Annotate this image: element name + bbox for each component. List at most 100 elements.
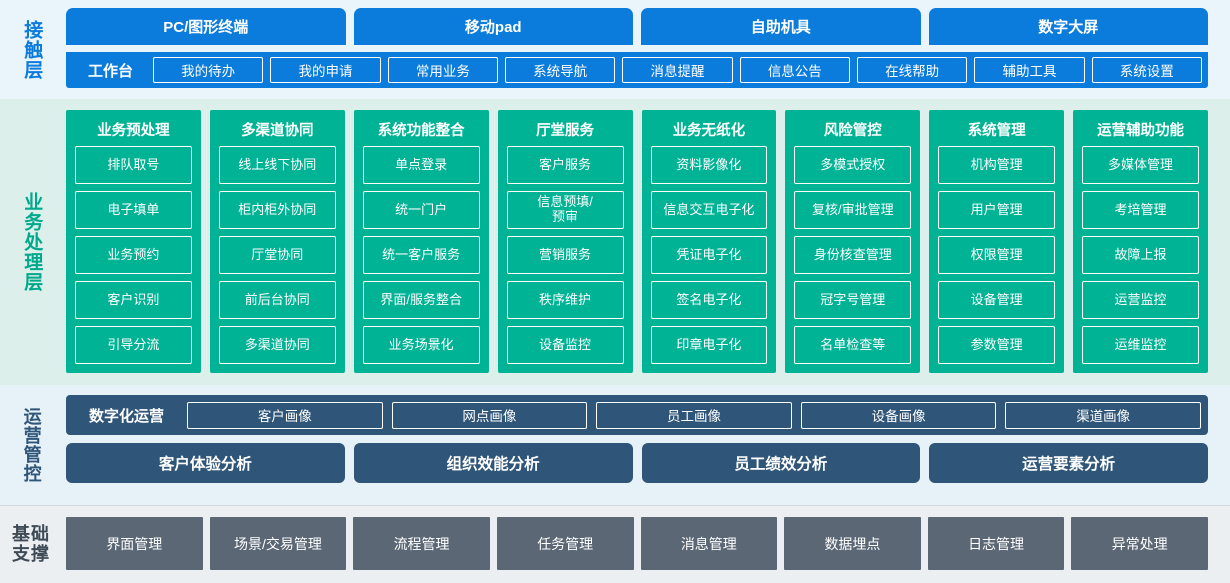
foundation-label-line2: 支撑 <box>12 543 50 564</box>
channel-tab-1[interactable]: 移动pad <box>353 8 633 45</box>
business-item-2-4[interactable]: 业务场景化 <box>362 326 480 364</box>
business-item-5-4[interactable]: 名单检查等 <box>794 326 912 364</box>
business-item-1-0[interactable]: 线上线下协同 <box>218 146 336 184</box>
analysis-item-1[interactable]: 组织效能分析 <box>353 443 633 483</box>
workbench-item-0[interactable]: 我的待办 <box>153 57 264 83</box>
workbench-item-8[interactable]: 系统设置 <box>1091 57 1202 83</box>
business-item-1-2[interactable]: 厅堂协同 <box>218 236 336 274</box>
foundation-layer-body: 界面管理场景/交易管理流程管理任务管理消息管理数据埋点日志管理异常处理 <box>62 506 1230 583</box>
channel-tab-2[interactable]: 自助机具 <box>641 8 921 45</box>
business-column-7: 运营辅助功能多媒体管理考培管理故障上报运营监控运维监控 <box>1073 110 1208 373</box>
portrait-item-3[interactable]: 设备画像 <box>800 401 997 429</box>
business-item-1-4[interactable]: 多渠道协同 <box>218 326 336 364</box>
analysis-item-2[interactable]: 员工绩效分析 <box>641 443 921 483</box>
business-item-list-6: 机构管理用户管理权限管理设备管理参数管理 <box>938 146 1056 364</box>
business-item-3-4[interactable]: 设备监控 <box>506 326 624 364</box>
foundation-item-6[interactable]: 日志管理 <box>927 517 1065 570</box>
business-item-0-4[interactable]: 引导分流 <box>75 326 192 364</box>
foundation-item-7[interactable]: 异常处理 <box>1071 517 1208 570</box>
business-item-7-3[interactable]: 运营监控 <box>1082 281 1199 319</box>
business-item-2-3[interactable]: 界面/服务整合 <box>362 281 480 319</box>
foundation-item-2[interactable]: 流程管理 <box>353 517 490 570</box>
channel-tab-3[interactable]: 数字大屏 <box>928 8 1208 45</box>
business-item-2-1[interactable]: 统一门户 <box>362 191 480 229</box>
portrait-item-1[interactable]: 网点画像 <box>391 401 588 429</box>
foundation-item-3[interactable]: 任务管理 <box>496 517 634 570</box>
business-item-4-0[interactable]: 资料影像化 <box>650 146 768 184</box>
analysis-item-0[interactable]: 客户体验分析 <box>66 443 345 483</box>
business-column-title-6: 系统管理 <box>967 123 1026 139</box>
analysis-item-3[interactable]: 运营要素分析 <box>929 443 1208 483</box>
business-column-1: 多渠道协同线上线下协同柜内柜外协同厅堂协同前后台协同多渠道协同 <box>209 110 345 373</box>
workbench-item-1[interactable]: 我的申请 <box>270 57 381 83</box>
business-item-5-1[interactable]: 复核/审批管理 <box>794 191 912 229</box>
foundation-item-4[interactable]: 消息管理 <box>640 517 778 570</box>
business-item-0-2[interactable]: 业务预约 <box>75 236 192 274</box>
business-item-5-0[interactable]: 多模式授权 <box>794 146 912 184</box>
business-item-4-3[interactable]: 签名电子化 <box>650 281 768 319</box>
workbench-item-4[interactable]: 消息提醒 <box>622 57 733 83</box>
business-item-list-7: 多媒体管理考培管理故障上报运营监控运维监控 <box>1082 146 1199 364</box>
business-item-5-2[interactable]: 身份核查管理 <box>794 236 912 274</box>
business-item-6-0[interactable]: 机构管理 <box>938 146 1056 184</box>
business-item-2-2[interactable]: 统一客户服务 <box>362 236 480 274</box>
business-item-3-2[interactable]: 营销服务 <box>506 236 624 274</box>
workbench-item-row: 我的待办我的申请常用业务系统导航消息提醒信息公告在线帮助辅助工具系统设置 <box>153 57 1202 83</box>
foundation-item-1[interactable]: 场景/交易管理 <box>209 517 347 570</box>
business-column-5: 风险管控多模式授权复核/审批管理身份核查管理冠字号管理名单检查等 <box>785 110 921 373</box>
portrait-item-4[interactable]: 渠道画像 <box>1005 401 1201 429</box>
portrait-item-0[interactable]: 客户画像 <box>187 401 383 429</box>
business-item-list-3: 客户服务信息预填/ 预审营销服务秩序维护设备监控 <box>506 146 624 364</box>
business-layer-label: 业务处理层 <box>21 192 43 292</box>
business-column-2: 系统功能整合单点登录统一门户统一客户服务界面/服务整合业务场景化 <box>353 110 489 373</box>
business-item-0-3[interactable]: 客户识别 <box>75 281 192 319</box>
business-column-title-3: 厅堂服务 <box>536 123 595 139</box>
workbench-item-7[interactable]: 辅助工具 <box>974 57 1085 83</box>
business-item-6-4[interactable]: 参数管理 <box>938 326 1056 364</box>
business-item-list-5: 多模式授权复核/审批管理身份核查管理冠字号管理名单检查等 <box>794 146 912 364</box>
business-item-5-3[interactable]: 冠字号管理 <box>794 281 912 319</box>
business-item-7-1[interactable]: 考培管理 <box>1082 191 1199 229</box>
channel-tab-0[interactable]: PC/图形终端 <box>66 8 346 45</box>
business-item-7-4[interactable]: 运维监控 <box>1082 326 1199 364</box>
business-item-4-4[interactable]: 印章电子化 <box>650 326 768 364</box>
business-item-list-2: 单点登录统一门户统一客户服务界面/服务整合业务场景化 <box>362 146 480 364</box>
business-column-title-4: 业务无纸化 <box>672 123 746 139</box>
foundation-item-5[interactable]: 数据埋点 <box>784 517 921 570</box>
business-item-1-1[interactable]: 柜内柜外协同 <box>218 191 336 229</box>
business-item-6-1[interactable]: 用户管理 <box>938 191 1056 229</box>
portrait-item-2[interactable]: 员工画像 <box>596 401 792 429</box>
business-column-0: 业务预处理排队取号电子填单业务预约客户识别引导分流 <box>66 110 201 373</box>
business-item-2-0[interactable]: 单点登录 <box>362 146 480 184</box>
business-item-0-0[interactable]: 排队取号 <box>75 146 192 184</box>
workbench-item-5[interactable]: 信息公告 <box>739 57 850 83</box>
business-column-title-1: 多渠道协同 <box>241 123 314 139</box>
business-item-3-3[interactable]: 秩序维护 <box>506 281 624 319</box>
business-item-1-3[interactable]: 前后台协同 <box>218 281 336 319</box>
digital-operations-bar: 数字化运营 客户画像网点画像员工画像设备画像渠道画像 <box>66 395 1208 435</box>
analysis-row: 客户体验分析组织效能分析员工绩效分析运营要素分析 <box>66 443 1208 483</box>
business-item-4-2[interactable]: 凭证电子化 <box>650 236 768 274</box>
business-item-7-2[interactable]: 故障上报 <box>1082 236 1199 274</box>
business-item-6-2[interactable]: 权限管理 <box>938 236 1056 274</box>
business-item-3-0[interactable]: 客户服务 <box>506 146 624 184</box>
foundation-label-line1: 基础 <box>12 523 50 544</box>
business-column-title-0: 业务预处理 <box>97 123 170 139</box>
workbench-item-2[interactable]: 常用业务 <box>387 57 498 83</box>
portrait-row: 客户画像网点画像员工画像设备画像渠道画像 <box>187 401 1201 429</box>
workbench-item-6[interactable]: 在线帮助 <box>856 57 968 83</box>
business-column-title-5: 风险管控 <box>823 123 882 139</box>
foundation-item-0[interactable]: 界面管理 <box>66 517 203 570</box>
business-item-list-1: 线上线下协同柜内柜外协同厅堂协同前后台协同多渠道协同 <box>218 146 336 364</box>
business-item-3-1[interactable]: 信息预填/ 预审 <box>506 191 624 229</box>
business-item-4-1[interactable]: 信息交互电子化 <box>650 191 768 229</box>
business-item-list-0: 排队取号电子填单业务预约客户识别引导分流 <box>75 146 192 364</box>
business-item-7-0[interactable]: 多媒体管理 <box>1082 146 1199 184</box>
business-item-6-3[interactable]: 设备管理 <box>938 281 1056 319</box>
foundation-item-row: 界面管理场景/交易管理流程管理任务管理消息管理数据埋点日志管理异常处理 <box>66 517 1208 570</box>
business-item-0-1[interactable]: 电子填单 <box>75 191 192 229</box>
workbench-item-3[interactable]: 系统导航 <box>505 57 616 83</box>
